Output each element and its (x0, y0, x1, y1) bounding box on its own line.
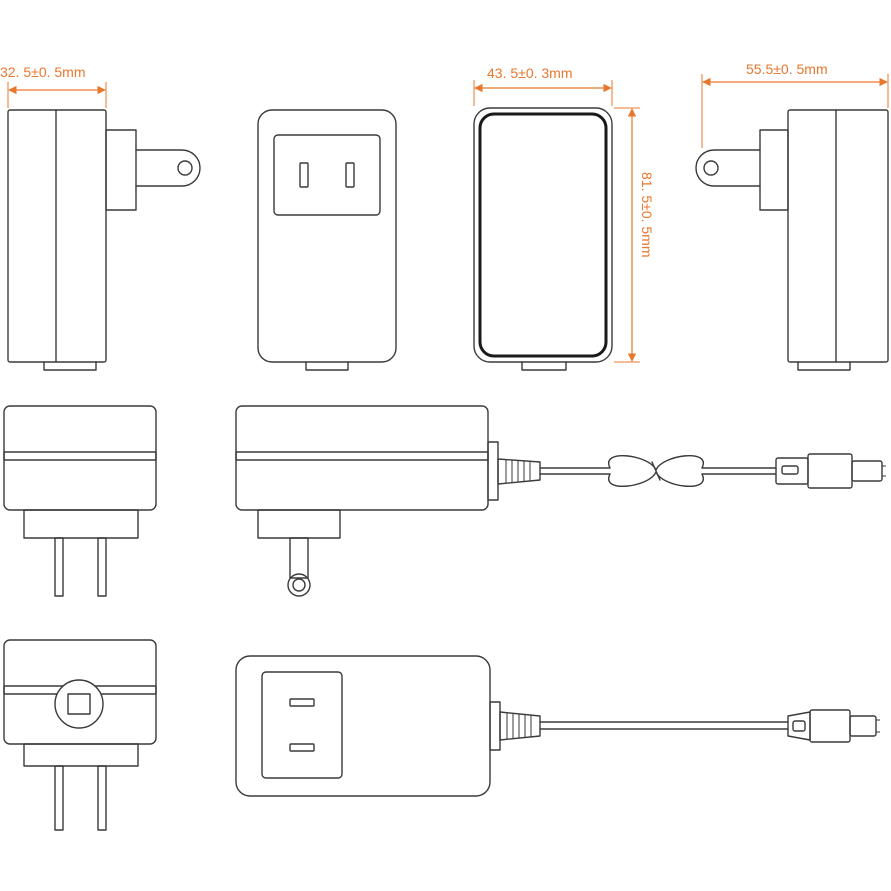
dimension-label-front-height: 81. 5±0. 5mm (639, 172, 655, 258)
end-view-cap (3, 639, 157, 831)
dimension-label-side-left: 32. 5±0. 5mm (0, 64, 86, 80)
dimension-side-right-width: 55.5±0. 5mm (701, 61, 889, 148)
dimension-front-width: 43. 5±0. 3mm (473, 65, 613, 106)
end-view-prongs (3, 405, 157, 597)
top-view-cable (235, 655, 880, 797)
dimension-front-height: 81. 5±0. 5mm (614, 107, 655, 363)
dimension-label-side-right: 55.5±0. 5mm (746, 61, 828, 77)
dimension-side-left-width: 32. 5±0. 5mm (0, 64, 107, 108)
side-view-cable (235, 405, 886, 597)
dimension-label-front-width: 43. 5±0. 3mm (487, 65, 573, 81)
side-view-right (695, 109, 889, 371)
rear-view-socket (257, 109, 397, 371)
side-view-left (7, 109, 201, 371)
front-view (473, 107, 613, 371)
